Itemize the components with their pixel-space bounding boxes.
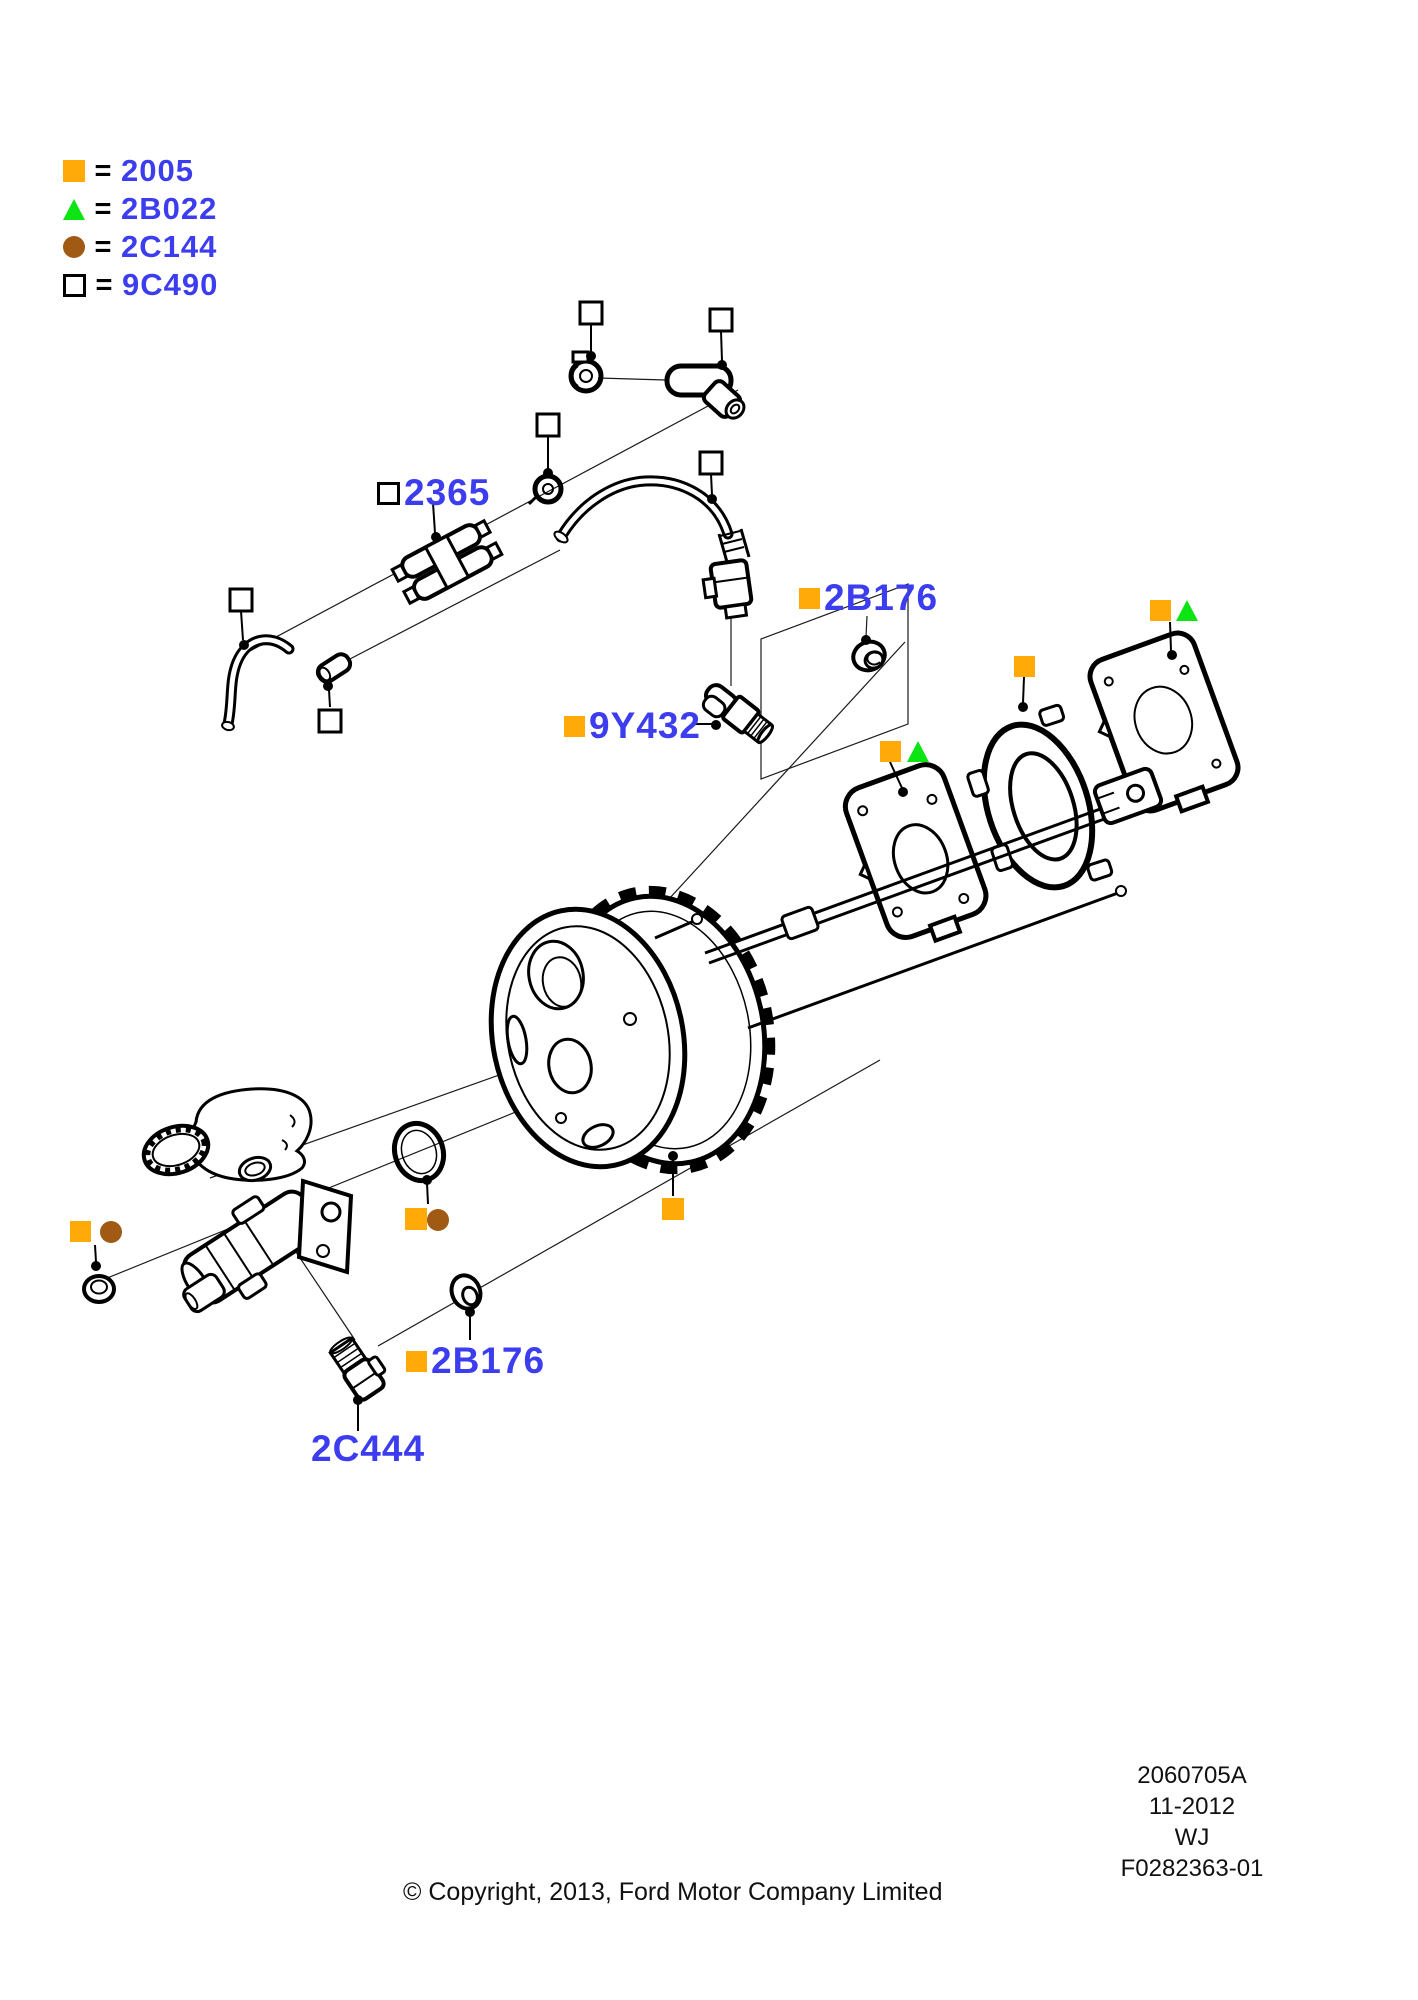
- brown-circle-icon: [100, 1221, 122, 1243]
- grommet-2b176-lower: [449, 1273, 483, 1311]
- gasket-outer: [1087, 630, 1241, 814]
- construction-lines: [94, 377, 909, 1347]
- equals-sign: =: [95, 268, 113, 301]
- figure-reference-block: 2060705A 11-2012 WJ F0282363-01: [1082, 1760, 1302, 1884]
- fitting-2c444: [328, 1336, 387, 1402]
- orange-square-icon: [662, 1198, 684, 1220]
- leader-lines: [91, 324, 1177, 1431]
- brake-booster: [488, 766, 1164, 1175]
- reservoir-cap: [141, 1123, 211, 1177]
- figure-code: F0282363-01: [1120, 1855, 1264, 1882]
- copyright-line: © Copyright, 2013, Ford Motor Company Li…: [403, 1878, 943, 1906]
- white-square-icon: [377, 481, 400, 505]
- hose-bushing: [315, 652, 353, 684]
- supply-nut: [82, 1274, 116, 1304]
- orange-square-icon: [406, 1350, 427, 1372]
- green-triangle-icon: [63, 198, 85, 220]
- equals-sign: =: [94, 230, 112, 263]
- booster-spacer: [966, 703, 1114, 891]
- elbow-fitting-9y432: [701, 683, 775, 745]
- white-square-icon: [63, 273, 86, 297]
- part-code: 2365: [404, 472, 491, 513]
- legend-code: 2005: [121, 153, 194, 188]
- legend-item: = 9C490: [63, 266, 218, 304]
- equals-sign: =: [94, 154, 112, 187]
- callout-markers: [70, 300, 1198, 1243]
- doc-revision: WJ: [1174, 1824, 1210, 1851]
- doc-date: 11-2012: [1148, 1793, 1236, 1820]
- brown-circle-icon: [427, 1209, 449, 1231]
- orange-square-icon: [799, 587, 820, 609]
- part-code: 2B176: [824, 577, 939, 618]
- part-code: 2C444: [311, 1428, 426, 1469]
- brown-circle-icon: [63, 236, 85, 258]
- part-label-2c444: 2C444: [311, 1428, 425, 1470]
- legend-code: 2B022: [121, 191, 218, 226]
- dash-panel: [760, 583, 909, 780]
- part-label-2365: 2365: [377, 472, 490, 514]
- check-valve-2365: [390, 518, 504, 606]
- hose-clamp: [568, 350, 604, 394]
- vacuum-elbow-connector: [664, 363, 746, 420]
- booster-pushrod: [654, 766, 1164, 1030]
- white-square-icon: [535, 412, 561, 438]
- legend-item: = 2B022: [63, 190, 218, 228]
- orange-square-icon: [1150, 600, 1171, 621]
- part-label-2b176-bottom: 2B176: [406, 1340, 545, 1382]
- orange-square-icon: [405, 1208, 427, 1230]
- vent-hose: [221, 634, 295, 732]
- gasket-inner: [842, 762, 989, 944]
- orange-square-icon: [880, 741, 901, 762]
- vacuum-hose-9y432: [553, 475, 754, 620]
- master-cylinder: [82, 1087, 354, 1314]
- white-square-icon: [708, 307, 734, 333]
- hose-clip: [527, 473, 564, 506]
- part-label-2b176-top: 2B176: [799, 577, 938, 619]
- legend-code: 2C144: [121, 229, 218, 264]
- legend-item: = 2C144: [63, 228, 218, 266]
- equals-sign: =: [94, 192, 112, 225]
- part-label-9y432: 9Y432: [564, 705, 701, 747]
- o-ring-seal: [391, 1120, 447, 1184]
- green-triangle-icon: [1176, 600, 1198, 621]
- white-square-icon: [228, 587, 254, 613]
- legend-code: 9C490: [122, 267, 219, 302]
- orange-square-icon: [564, 715, 585, 737]
- doc-code: 2060705A: [1137, 1762, 1247, 1789]
- white-square-icon: [578, 300, 604, 326]
- white-square-icon: [317, 708, 343, 734]
- orange-square-icon: [70, 1221, 91, 1242]
- white-square-icon: [698, 450, 724, 476]
- quick-connector: [701, 558, 754, 620]
- orange-square-icon: [63, 160, 85, 182]
- orange-square-icon: [1014, 656, 1035, 677]
- legend-item: = 2005: [63, 152, 218, 190]
- green-triangle-icon: [907, 741, 929, 762]
- part-code: 9Y432: [589, 705, 701, 746]
- legend: = 2005 = 2B022 = 2C144 = 9C490: [63, 152, 218, 304]
- part-code: 2B176: [431, 1340, 546, 1381]
